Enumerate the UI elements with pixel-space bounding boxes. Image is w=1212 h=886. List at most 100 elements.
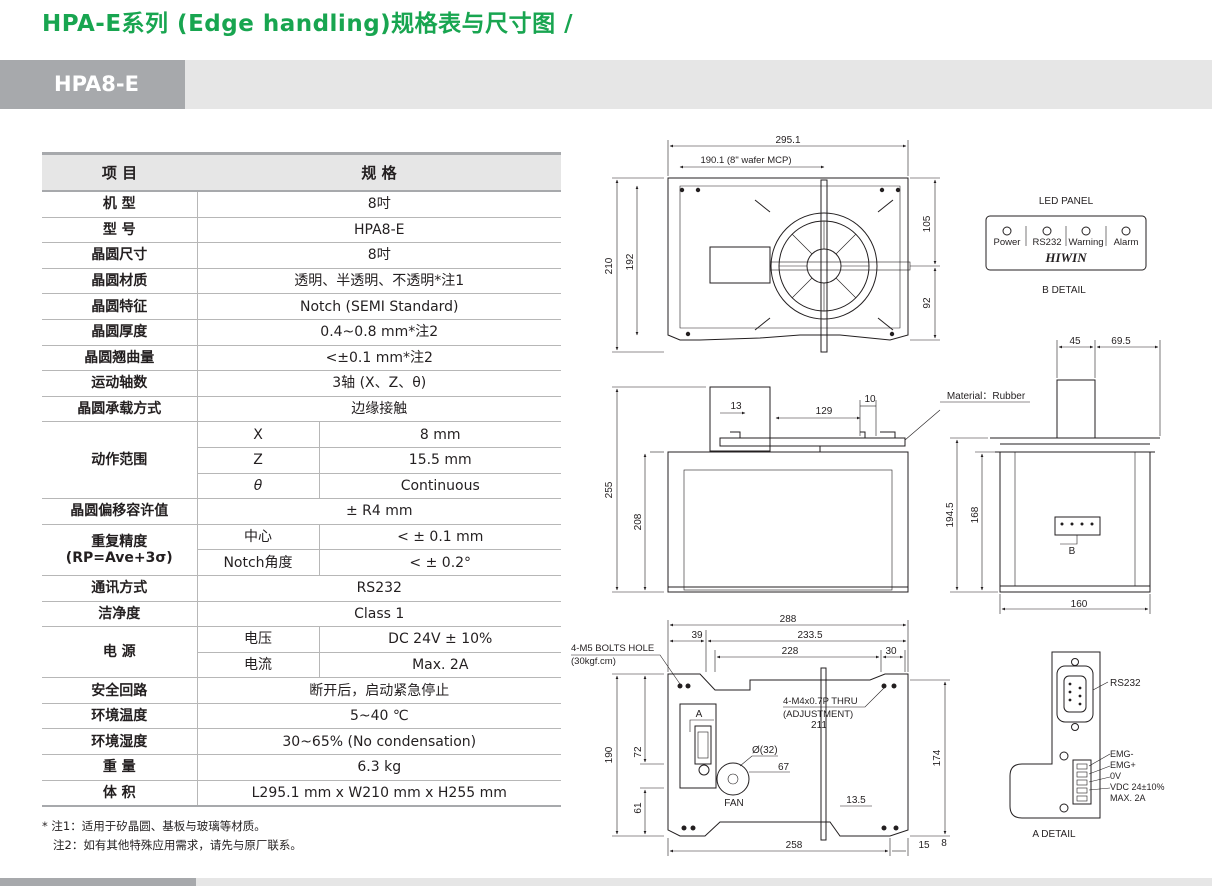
- hiwin-logo: HIWIN: [1044, 250, 1087, 265]
- pin-vdc: VDC 24±10%: [1110, 782, 1164, 792]
- sub-label: 电流: [197, 652, 320, 679]
- note-1: * 注1：适用于矽晶圆、基板与玻璃等材质。: [42, 819, 266, 833]
- row-value: DC 24V ± 10%: [319, 626, 561, 653]
- dim-bottom-13-5: 13.5: [846, 795, 866, 806]
- row-label: 重 量: [42, 754, 198, 781]
- sub-label: Notch角度: [197, 549, 320, 576]
- row-label: 型 号: [42, 217, 198, 244]
- dim-top-105: 105: [922, 215, 933, 232]
- row-label: 晶圆特征: [42, 293, 198, 320]
- row-value: 边缘接触: [197, 396, 561, 423]
- row-label: 晶圆翘曲量: [42, 345, 198, 372]
- dim-bottom-30: 30: [885, 646, 897, 657]
- table-row: 重复精度 (RP=Ave+3σ) 中心 < ± 0.1 mm: [42, 524, 561, 576]
- pin-emg-minus: EMG-: [1110, 749, 1134, 759]
- row-label: 动作范围: [42, 421, 198, 500]
- footer-tab: [0, 878, 196, 886]
- adjust-label: (ADJUSTMENT): [783, 709, 853, 720]
- row-label: 电 源: [42, 626, 198, 679]
- dim-side-69-5: 69.5: [1111, 336, 1131, 347]
- row-value: ± R4 mm: [197, 498, 561, 525]
- dim-front-13: 13: [730, 401, 742, 412]
- dim-bottom-174: 174: [932, 749, 943, 766]
- row-value: 8吋: [197, 191, 561, 218]
- row-label: 环境温度: [42, 703, 198, 730]
- bolts-torque-label: (30kgf.cm): [571, 656, 616, 667]
- row-label: 晶圆承载方式: [42, 396, 198, 423]
- row-label: 通讯方式: [42, 575, 198, 602]
- sub-label: 中心: [197, 524, 320, 551]
- dim-bottom-15: 15: [918, 840, 930, 851]
- row-value: 5~40 ℃: [197, 703, 561, 730]
- bottom-view-drawing: 288 39 233.5 228 30 4-M5 BOLTS HOLE (30k…: [571, 614, 950, 856]
- dim-top-192: 192: [625, 253, 636, 270]
- table-row: 动作范围 X 8 mm: [42, 421, 561, 500]
- fan-label: FAN: [724, 798, 743, 809]
- footnotes: * 注1：适用于矽晶圆、基板与玻璃等材质。 注2：如有其他特殊应用需求，请先与原…: [42, 817, 302, 855]
- row-label: 运动轴数: [42, 370, 198, 397]
- row-label-line2: (RP=Ave+3σ): [65, 549, 173, 566]
- led-power-label: Power: [994, 237, 1021, 248]
- dim-bottom-288: 288: [780, 614, 797, 625]
- table-row: 电流 Max. 2A: [42, 652, 561, 679]
- row-value: 断开后，启动紧急停止: [197, 677, 561, 704]
- rs232-port-label: RS232: [1110, 678, 1141, 689]
- table-row: 晶圆偏移容许值± R4 mm: [42, 498, 561, 525]
- table-row: 电 源 电压 DC 24V ± 10%: [42, 626, 561, 679]
- model-header-bar: [0, 60, 1212, 109]
- row-value: 3轴 (X、Z、θ): [197, 370, 561, 397]
- dim-side-160: 160: [1071, 599, 1088, 610]
- dim-bottom-233-5: 233.5: [797, 630, 822, 641]
- row-value: 15.5 mm: [319, 447, 561, 474]
- model-tab: HPA8-E: [0, 60, 185, 109]
- bolts-label: 4-M5 BOLTS HOLE: [571, 643, 654, 654]
- row-value: 30~65% (No condensation): [197, 728, 561, 756]
- row-label: 洁净度: [42, 601, 198, 628]
- dim-bottom-211: 211: [811, 720, 827, 731]
- row-label-line1: 重复精度: [91, 533, 148, 550]
- dim-side-45: 45: [1069, 336, 1081, 347]
- row-value: 0.4~0.8 mm*注2: [197, 319, 561, 346]
- dim-bottom-61: 61: [633, 802, 644, 814]
- dim-bottom-39: 39: [691, 630, 703, 641]
- sub-label: θ: [197, 473, 320, 500]
- table-row: 晶圆材质透明、半透明、不透明*注1: [42, 268, 561, 295]
- dim-bottom-258: 258: [786, 840, 803, 851]
- row-label: 晶圆材质: [42, 268, 198, 295]
- dim-front-208: 208: [633, 513, 644, 530]
- led-alarm-label: Alarm: [1114, 237, 1139, 248]
- row-label: 重复精度 (RP=Ave+3σ): [42, 524, 198, 576]
- page-title: HPA-E系列 (Edge handling)规格表与尺寸图 /: [42, 11, 574, 37]
- row-value: HPA8-E: [197, 217, 561, 244]
- row-value: 6.3 kg: [197, 754, 561, 781]
- a-detail-drawing: RS232 EMG- EMG+ 0V VDC 24±10% MAX. 2A A …: [1009, 651, 1164, 840]
- dim-front-129: 129: [816, 406, 833, 417]
- sub-label: X: [197, 421, 320, 448]
- row-label: 环境湿度: [42, 728, 198, 756]
- row-label: 体 积: [42, 780, 198, 808]
- header-spec: 规 格: [197, 152, 561, 192]
- dim-side-168: 168: [970, 506, 981, 523]
- dim-front-255: 255: [604, 481, 615, 498]
- row-value: Notch (SEMI Standard): [197, 293, 561, 320]
- dim-bottom-228: 228: [782, 646, 799, 657]
- note-2: 注2：如有其他特殊应用需求，请先与原厂联系。: [53, 838, 302, 852]
- a-view-mark: A: [696, 709, 703, 720]
- led-warning-label: Warning: [1068, 237, 1103, 248]
- b-view-mark: B: [1069, 546, 1076, 557]
- spec-table-header: 项 目 规 格: [42, 152, 561, 192]
- pin-0v: 0V: [1110, 771, 1121, 781]
- dim-top-92: 92: [922, 297, 933, 309]
- side-view-drawing: B 45 69.5 194.5 168 160: [945, 336, 1161, 614]
- row-label: 机 型: [42, 191, 198, 218]
- sub-label: Z: [197, 447, 320, 474]
- fan-diameter-label: Ø(32): [752, 745, 778, 756]
- row-value: L295.1 mm x W210 mm x H255 mm: [197, 780, 561, 808]
